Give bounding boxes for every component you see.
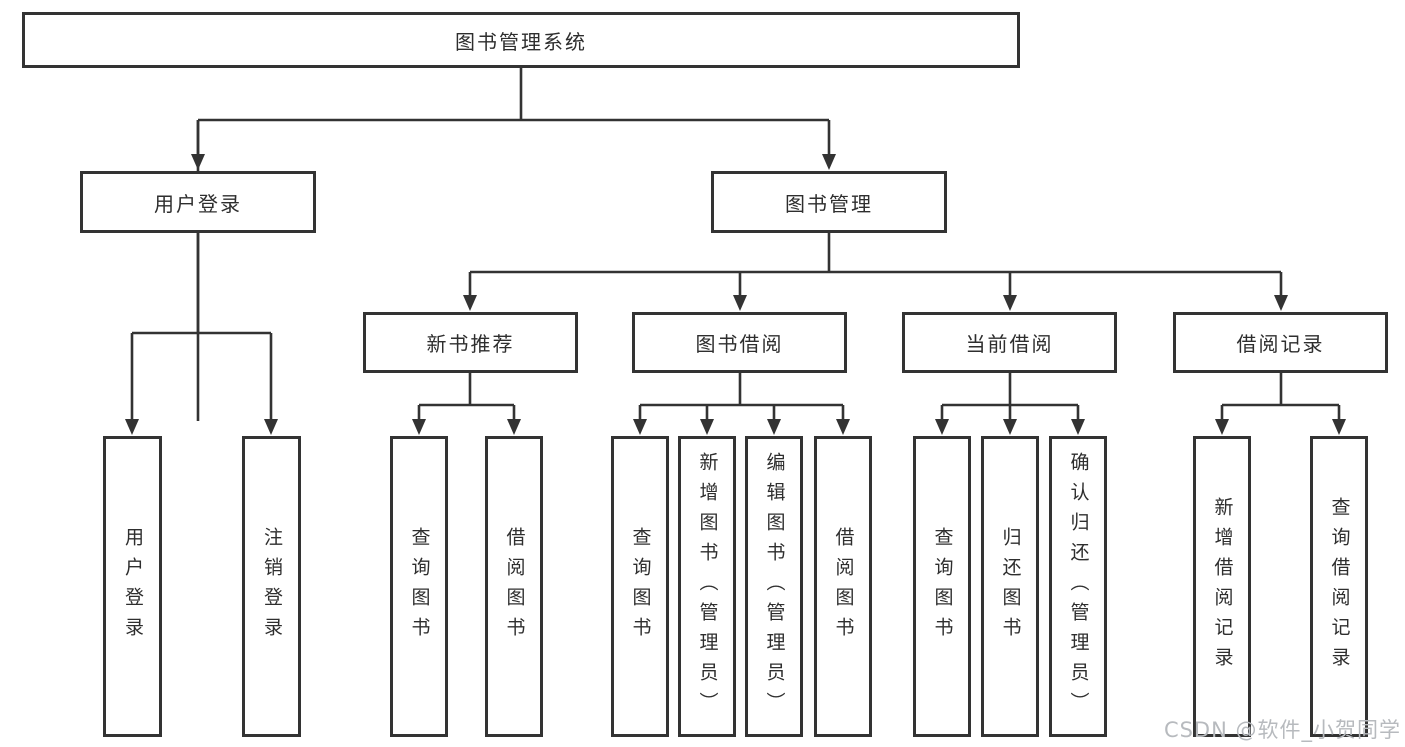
leaf-edit-book-admin: 编辑图书（管理员） <box>745 436 803 737</box>
leaf-return-book: 归还图书 <box>981 436 1039 737</box>
node-book-borrowing: 图书借阅 <box>632 312 847 373</box>
leaf-add-book-admin: 新增图书（管理员） <box>678 436 736 737</box>
leaf-borrow-books-1: 借阅图书 <box>485 436 543 737</box>
leaf-user-login: 用户登录 <box>103 436 162 737</box>
leaf-add-borrow-record: 新增借阅记录 <box>1193 436 1251 737</box>
node-book-management: 图书管理 <box>711 171 947 233</box>
node-current-borrowing: 当前借阅 <box>902 312 1117 373</box>
node-user-login: 用户登录 <box>80 171 316 233</box>
leaf-query-books-3: 查询图书 <box>913 436 971 737</box>
node-new-book-recommend: 新书推荐 <box>363 312 578 373</box>
leaf-query-borrow-record: 查询借阅记录 <box>1310 436 1368 737</box>
leaf-borrow-books-2: 借阅图书 <box>814 436 872 737</box>
leaf-query-books-1: 查询图书 <box>390 436 448 737</box>
node-root-library-system: 图书管理系统 <box>22 12 1020 68</box>
leaf-confirm-return-admin: 确认归还（管理员） <box>1049 436 1107 737</box>
leaf-query-books-2: 查询图书 <box>611 436 669 737</box>
node-borrowing-records: 借阅记录 <box>1173 312 1388 373</box>
leaf-logout: 注销登录 <box>242 436 301 737</box>
csdn-watermark: CSDN @软件_小贺同学 <box>1163 718 1401 742</box>
